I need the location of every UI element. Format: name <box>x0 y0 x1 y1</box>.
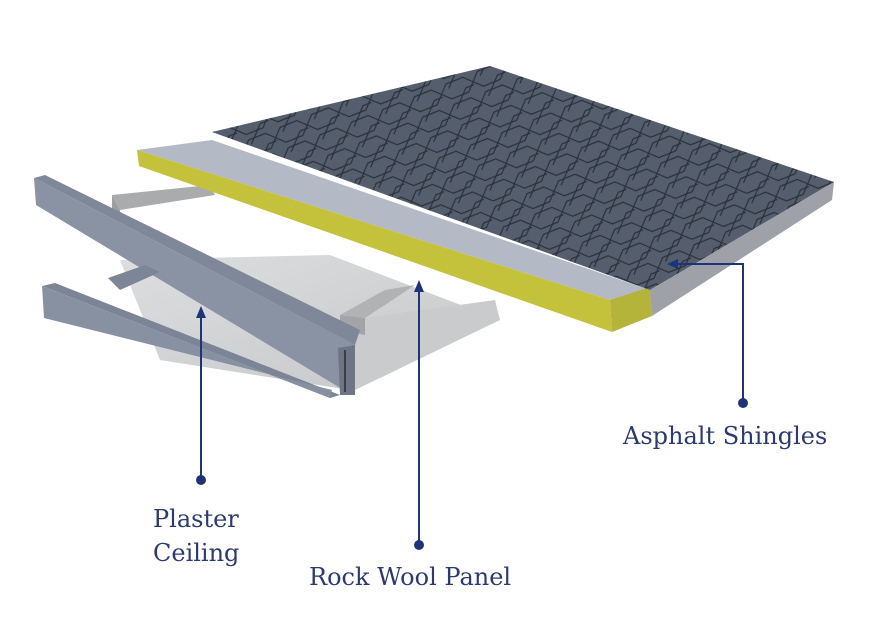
label-plaster-ceiling-line2: Ceiling <box>153 539 240 567</box>
callout-rock-wool-panel <box>414 280 424 550</box>
label-plaster-ceiling-line1: Plaster <box>153 505 239 533</box>
callout-plaster-ceiling <box>196 306 206 485</box>
label-rock-wool-panel: Rock Wool Panel <box>309 563 512 591</box>
truss-frame <box>34 175 360 398</box>
asphalt-shingles <box>212 66 834 316</box>
label-asphalt-shingles: Asphalt Shingles <box>623 422 828 450</box>
label-plaster-ceiling: Plaster Ceiling <box>153 502 239 570</box>
callout-asphalt-shingles <box>667 259 748 408</box>
rock-wool-panel <box>137 140 652 332</box>
